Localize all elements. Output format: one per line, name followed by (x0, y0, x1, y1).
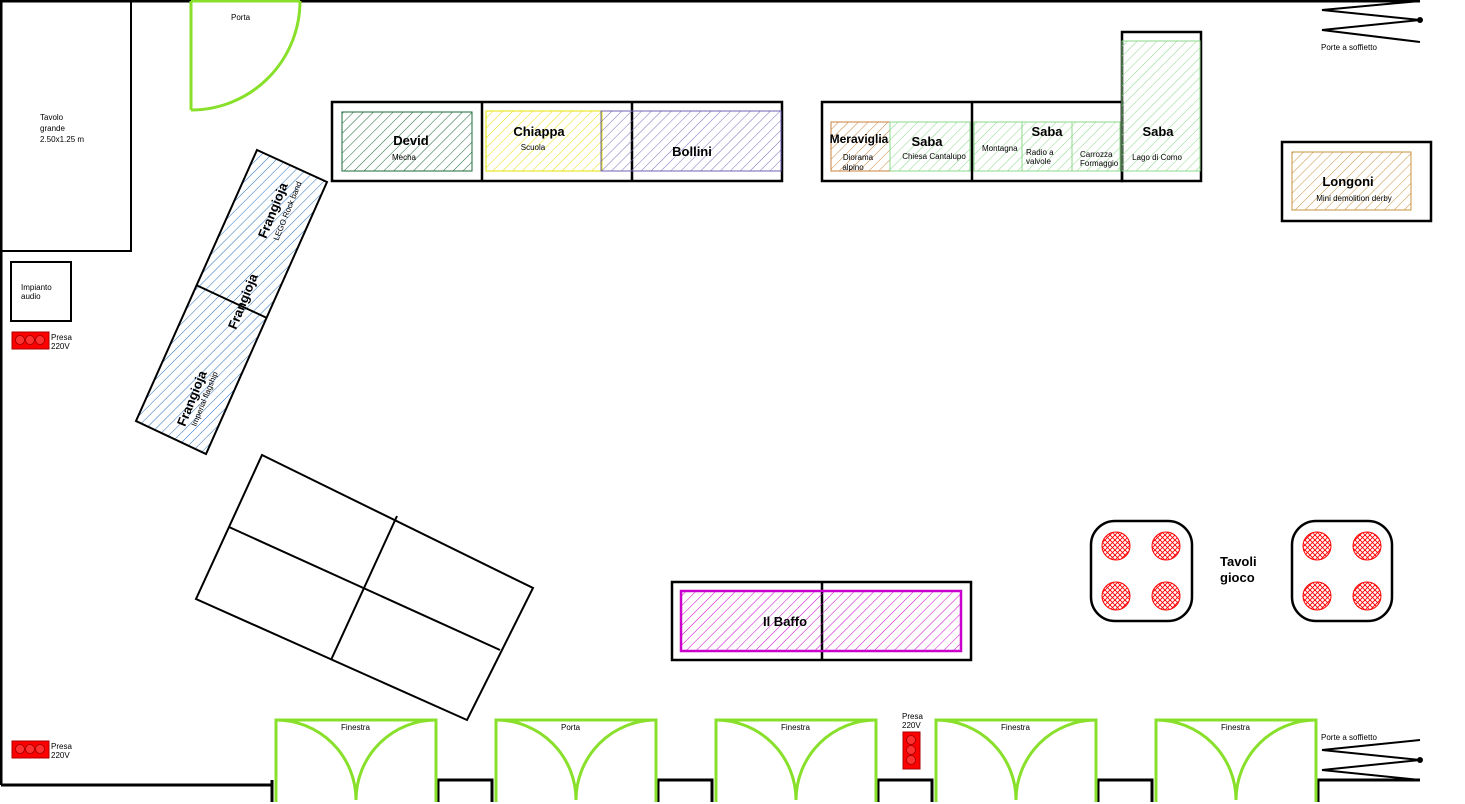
exhibit-bollini: Bollini (600, 110, 782, 172)
exhibit-devid: Devid Mecha (341, 111, 473, 172)
outlet-bottom-label-2: 220V (902, 721, 921, 730)
gaming-table-1 (1089, 519, 1194, 623)
outlet-left-bottom: Presa 220V (11, 740, 72, 760)
folding-door-top: Porte a soffietto (1321, 0, 1423, 52)
exhibit-saba-2-sub-a: Montagna (982, 144, 1018, 153)
exhibit-chiappa-name: Chiappa (513, 124, 565, 139)
exhibit-devid-sub: Mecha (392, 153, 417, 162)
outlet-left-top-label-1: Presa (51, 333, 72, 342)
folding-door-top-label: Porte a soffietto (1321, 43, 1377, 52)
exhibit-baffo: Il Baffo (670, 580, 973, 662)
gaming-table-2 (1290, 519, 1394, 623)
bottom-opening-5-label: Finestra (1221, 723, 1250, 732)
audio-label-1: Impianto (21, 283, 52, 292)
bottom-opening-2-label: Porta (561, 723, 581, 732)
exhibit-saba-2-name: Saba (1031, 124, 1063, 139)
bottom-opening-3: Finestra (714, 718, 878, 802)
big-table-label-3: 2.50x1.25 m (40, 135, 84, 144)
gaming-tables-label-2: gioco (1220, 570, 1255, 585)
gaming-tables-label: Tavoli gioco (1220, 554, 1257, 585)
exhibit-longoni-name: Longoni (1322, 174, 1373, 189)
exhibit-baffo-name: Il Baffo (763, 614, 807, 629)
exhibit-meraviglia-sub-1: Diorama (843, 153, 874, 162)
exhibit-saba-3: Saba Lago di Como (1121, 40, 1201, 172)
big-table: Tavolo grande 2.50x1.25 m (0, 0, 132, 252)
exhibit-meraviglia-name: Meraviglia (830, 132, 889, 146)
bottom-opening-5: Finestra (1154, 718, 1318, 802)
bottom-opening-1-label: Finestra (341, 723, 370, 732)
exhibit-saba-2-sub-b2: valvole (1026, 157, 1051, 166)
empty-tables-block (194, 453, 535, 722)
exhibit-saba-2-sub-b1: Radio a (1026, 148, 1054, 157)
exhibit-saba-2-sub-c2: Formaggio (1080, 159, 1119, 168)
exhibit-longoni: Longoni Mini demolition derby (1280, 140, 1433, 223)
exhibit-meraviglia: Meraviglia Diorama alpino (830, 121, 891, 172)
big-table-label-2: grande (40, 124, 65, 133)
exhibit-bollini-name: Bollini (672, 144, 712, 159)
bottom-opening-4: Finestra (934, 718, 1098, 802)
big-table-label-1: Tavolo (40, 113, 64, 122)
exhibit-saba-2-sub-c1: Carrozza (1080, 150, 1113, 159)
bottom-opening-3-label: Finestra (781, 723, 810, 732)
exhibit-saba-1: Saba Chiesa Cantalupo (889, 121, 971, 172)
outlet-left-top-label-2: 220V (51, 342, 70, 351)
outlet-left-bottom-label-1: Presa (51, 742, 72, 751)
bottom-opening-2: Porta (494, 718, 658, 802)
outlet-bottom-label-1: Presa (902, 712, 923, 721)
audio-system: Impianto audio (10, 261, 72, 322)
exhibit-saba-2: Saba Montagna Radio a valvole Carrozza F… (973, 121, 1121, 172)
outlet-bottom: Presa 220V (902, 712, 923, 770)
exhibit-meraviglia-sub-2: alpino (842, 163, 864, 172)
audio-label-2: audio (21, 292, 41, 301)
exhibit-saba-1-name: Saba (911, 134, 943, 149)
folding-door-bottom: Porte a soffietto (1321, 733, 1423, 781)
exhibit-longoni-sub: Mini demolition derby (1316, 194, 1392, 203)
folding-door-bottom-label: Porte a soffietto (1321, 733, 1377, 742)
exhibit-frangioja-group (134, 148, 329, 456)
exhibit-saba-1-sub: Chiesa Cantalupo (902, 152, 966, 161)
door-top: Porta (189, 0, 302, 112)
bottom-opening-1: Finestra (274, 718, 438, 802)
outlet-left-bottom-label-2: 220V (51, 751, 70, 760)
bottom-opening-4-label: Finestra (1001, 723, 1030, 732)
exhibit-saba-3-sub: Lago di Como (1132, 153, 1182, 162)
exhibit-saba-3-name: Saba (1142, 124, 1174, 139)
exhibit-chiappa-sub: Scuola (521, 143, 546, 152)
exhibit-devid-name: Devid (393, 133, 428, 148)
outlet-left-top: Presa 220V (11, 331, 72, 351)
gaming-tables-label-1: Tavoli (1220, 554, 1257, 569)
exhibit-chiappa: Chiappa Scuola (485, 110, 603, 172)
door-top-label: Porta (231, 13, 251, 22)
